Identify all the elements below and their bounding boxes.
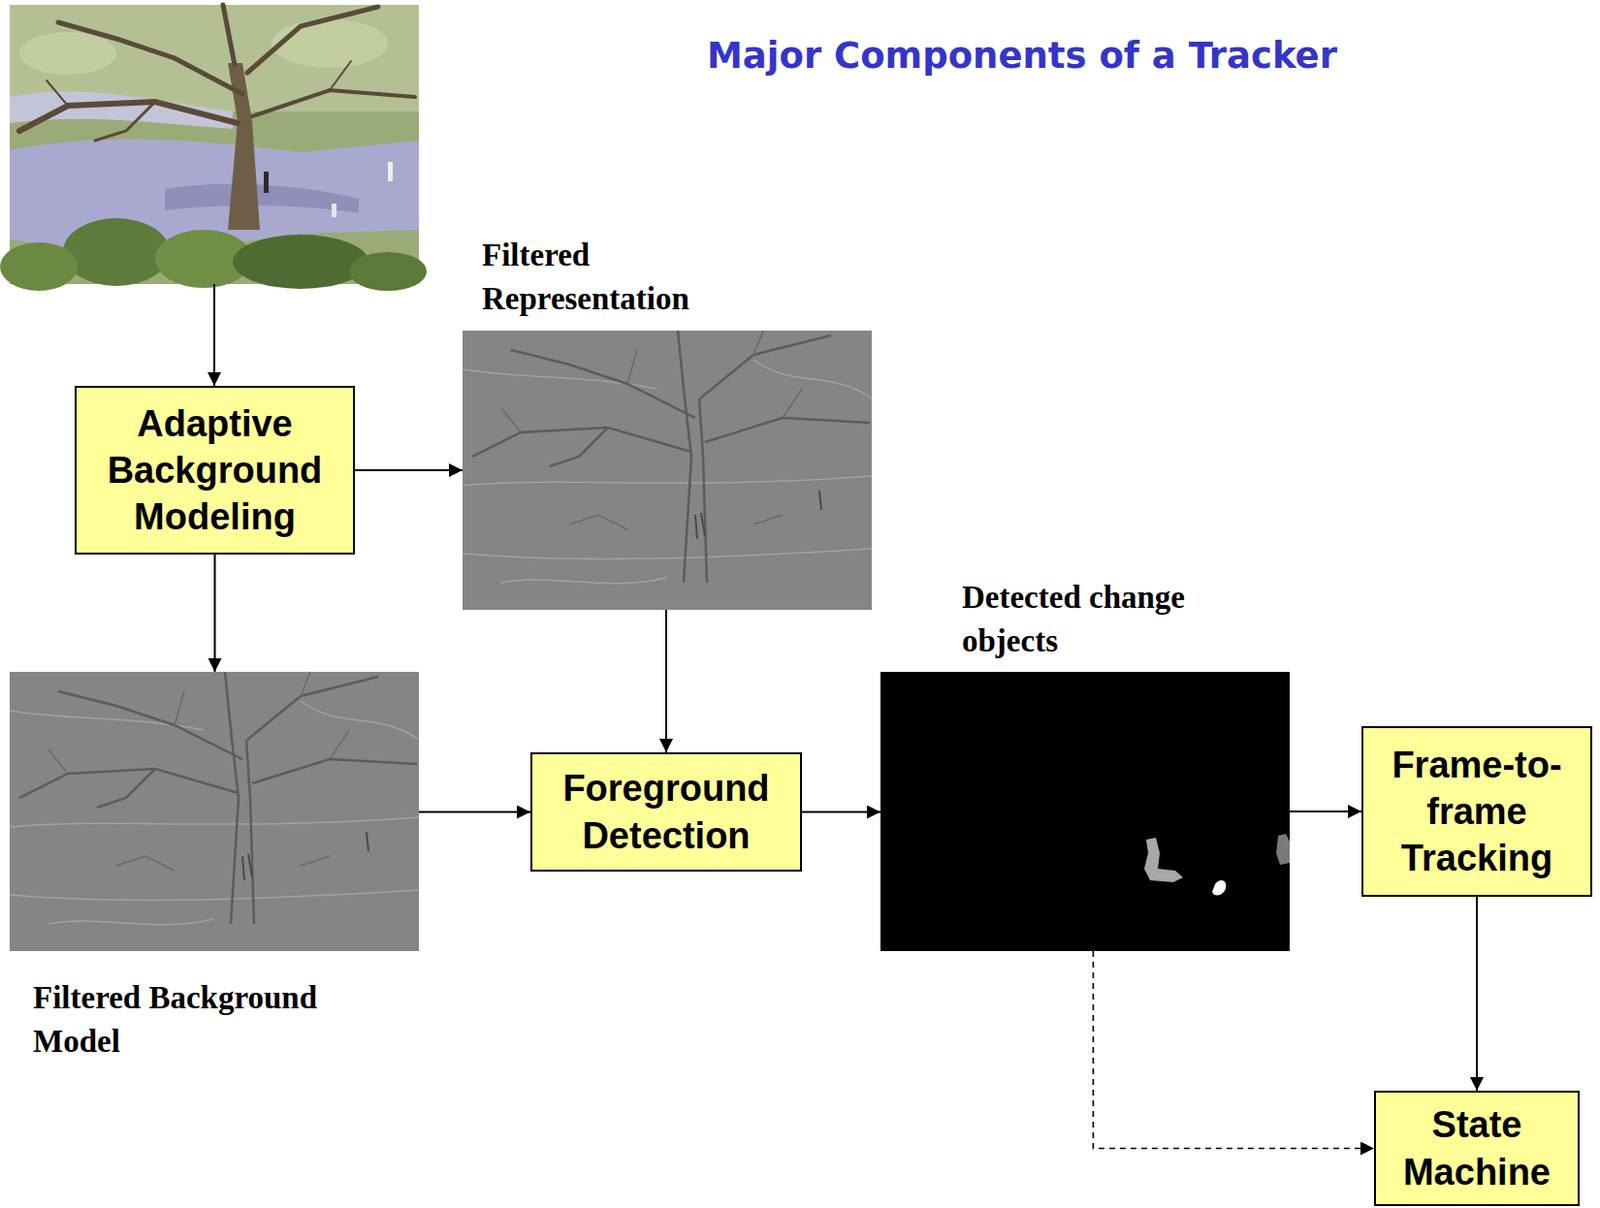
process-box: Adaptive Background Modeling <box>74 385 355 555</box>
process-box: Frame-to-frame Tracking <box>1361 726 1593 897</box>
flow-arrow <box>214 554 217 672</box>
flow-arrow <box>801 811 881 814</box>
image-heading: Filtered Background Model <box>32 976 353 1064</box>
process-box: Foreground Detection <box>530 752 802 872</box>
image-heading: Filtered Representation <box>481 233 725 321</box>
flow-arrow <box>354 469 463 472</box>
box-label: State Machine <box>1383 1101 1570 1196</box>
flow-arrow <box>1475 896 1478 1091</box>
diagram-title: Major Components of a Tracker <box>706 34 1338 77</box>
box-label: Foreground Detection <box>540 765 793 860</box>
dashed-arrow <box>1092 951 1375 1150</box>
flow-arrow <box>418 811 531 814</box>
box-label: Frame-to-frame Tracking <box>1371 741 1583 883</box>
flow-arrow <box>1289 810 1362 813</box>
image-panel: Filtered Representation <box>462 233 872 610</box>
image-panel: Detected change objects <box>880 576 1290 952</box>
image-panel: Filtered Background Model <box>9 672 419 1064</box>
box-label: Adaptive Background Modeling <box>84 400 346 542</box>
flow-arrow <box>665 609 668 753</box>
image-heading: Detected change objects <box>961 576 1224 664</box>
process-box: State Machine <box>1374 1090 1580 1207</box>
